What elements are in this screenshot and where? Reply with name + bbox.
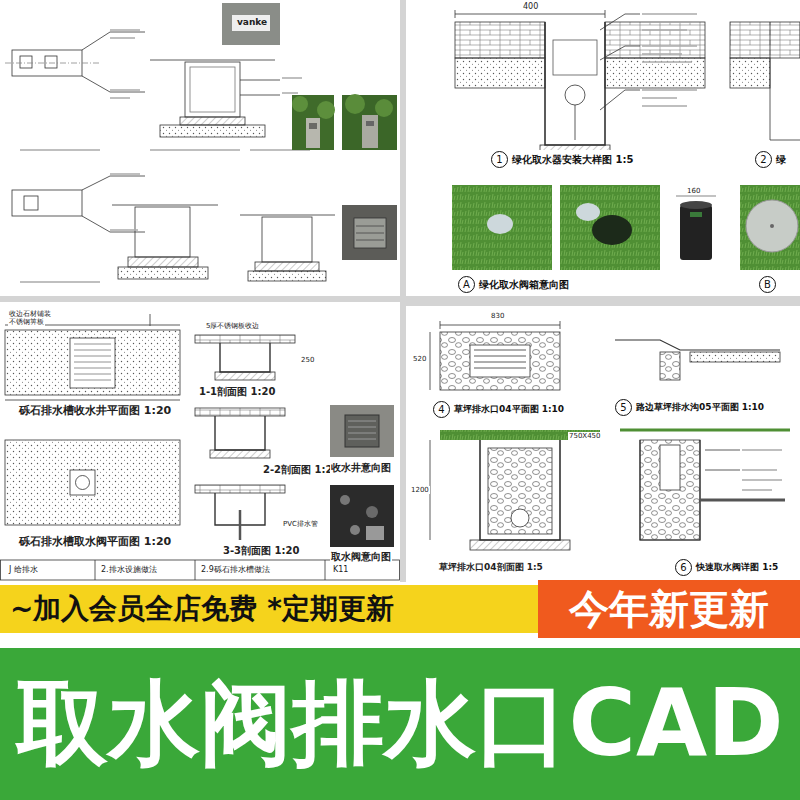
- callout-number: 1: [491, 151, 508, 168]
- callout-number: B: [759, 276, 776, 293]
- drawing-title: 3-3剖面图 1:20: [222, 545, 300, 557]
- callout-title: 绿: [776, 153, 786, 167]
- dimension: 520: [412, 355, 427, 363]
- callout-number: A: [458, 276, 475, 293]
- callout-title: 草坪排水口04平面图 1:10: [454, 403, 564, 416]
- dimension: 750X450: [568, 432, 602, 440]
- title-band: 取水阀排水口CAD: [0, 648, 800, 800]
- drawing-title: 2-2剖面图 1:20: [262, 464, 340, 476]
- photo-title: 收水井意向图: [330, 462, 392, 474]
- drawing-title: 1-1剖面图 1:20: [198, 386, 276, 398]
- callout-title: 快速取水阀详图 1:5: [696, 561, 778, 574]
- dimension: 160: [686, 187, 701, 195]
- dimension: 1200: [410, 486, 430, 494]
- drawing-title: 砾石排水槽取水阀平面图 1:20: [18, 536, 172, 549]
- band-text: 今年新更新: [569, 582, 769, 637]
- drawing-callout: 2绿: [752, 150, 789, 169]
- dimension: 400: [522, 2, 539, 11]
- callout-number: 6: [675, 559, 692, 576]
- dimension: 830: [490, 312, 505, 320]
- callout-number: 5: [615, 399, 632, 416]
- callout-number: 2: [755, 151, 772, 168]
- promo-band: ~加入会员全店免费 *定期更新: [0, 585, 540, 633]
- note: 收边石材铺装: [8, 310, 52, 318]
- band-text: ~加入会员全店免费 *定期更新: [10, 590, 394, 628]
- band-text: 取水阀排水口CAD: [16, 662, 783, 786]
- new-badge: 今年新更新: [538, 580, 800, 638]
- note: 不锈钢箅板: [8, 318, 45, 326]
- callout-title: 绿化取水阀箱意向图: [479, 278, 569, 292]
- drawing-callout: 4 草坪排水口04平面图 1:10: [430, 400, 567, 419]
- title-block-cell: 2.9砾石排水槽做法: [200, 565, 271, 574]
- dimension: 250: [300, 356, 315, 364]
- callout-number: 4: [433, 401, 450, 418]
- title-block-cell: K11: [332, 565, 349, 574]
- drawing-title: 草坪排水口04剖面图 1:5: [438, 562, 544, 572]
- note: 5厚不锈钢板收边: [205, 322, 260, 330]
- photo-callout: A 绿化取水阀箱意向图: [455, 275, 572, 294]
- sign-text: vanke: [236, 17, 268, 27]
- drawing-callout: 6 快速取水阀详图 1:5: [672, 558, 781, 577]
- title-block-cell: J 给排水: [8, 565, 39, 574]
- title-block-cell: 2.排水设施做法: [100, 565, 158, 574]
- callout-title: 绿化取水器安装大样图 1:5: [512, 153, 633, 167]
- photo-callout: B: [756, 275, 779, 294]
- note: PVC排水管: [282, 520, 319, 528]
- photo-title: 取水阀意向图: [330, 551, 392, 563]
- drawing-callout: 5 路边草坪排水沟05平面图 1:10: [612, 398, 767, 417]
- drawing-callout: 1 绿化取水器安装大样图 1:5: [488, 150, 636, 169]
- callout-title: 路边草坪排水沟05平面图 1:10: [636, 401, 764, 414]
- drawing-title: 砾石排水槽收水井平面图 1:20: [18, 405, 172, 418]
